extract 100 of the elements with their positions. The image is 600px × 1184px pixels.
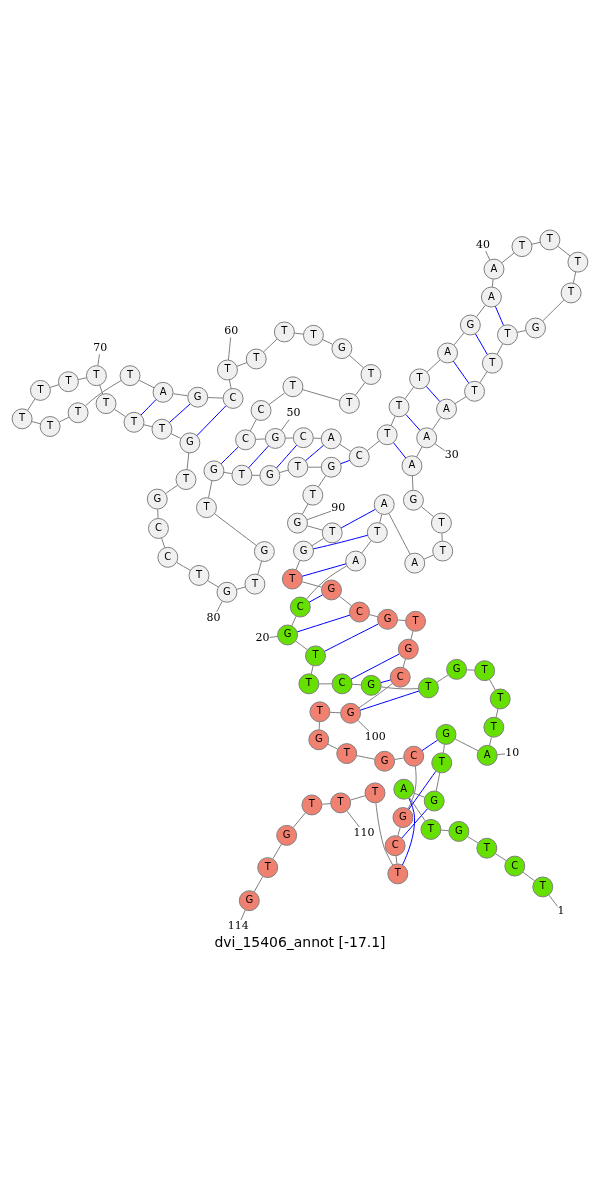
connector <box>228 378 232 389</box>
connector <box>321 802 332 805</box>
node-circle: T <box>420 818 442 840</box>
connector <box>240 909 246 920</box>
connector <box>324 623 379 652</box>
node-circle: G <box>179 431 201 453</box>
node-circle: A <box>152 381 174 403</box>
connector <box>157 508 159 519</box>
connector <box>169 403 191 423</box>
node-circle: T <box>305 644 326 666</box>
node-circle: C <box>250 399 272 421</box>
node-circle: C <box>403 745 425 767</box>
connector <box>436 674 449 683</box>
connector <box>356 754 376 760</box>
connector <box>350 653 400 680</box>
node-text: 30 <box>444 447 459 461</box>
node-circle: G <box>321 578 342 600</box>
connector <box>496 753 506 755</box>
connector <box>395 854 398 864</box>
connector <box>257 560 263 575</box>
connector <box>317 474 327 487</box>
node-circle: T <box>29 379 51 401</box>
connector <box>279 469 289 473</box>
node-circle: G <box>374 750 396 772</box>
connector <box>49 383 60 388</box>
connector <box>441 532 443 541</box>
node-circle: A <box>393 778 415 800</box>
node-circle: T <box>431 751 453 773</box>
node-circle: T <box>560 281 582 303</box>
connector <box>165 484 178 494</box>
node-circle: T <box>67 401 89 423</box>
connector <box>208 479 213 498</box>
node-circle: A <box>480 286 502 308</box>
node-text: 110 <box>353 825 375 839</box>
connector <box>393 756 405 760</box>
connector <box>140 398 157 416</box>
connector <box>186 451 190 470</box>
connector <box>432 416 442 430</box>
connector <box>207 396 224 399</box>
node-circle: T <box>330 791 352 813</box>
node-circle: T <box>489 687 511 709</box>
node-circle: T <box>298 672 320 694</box>
connector <box>516 329 526 333</box>
connector <box>263 338 278 352</box>
connector <box>425 385 441 402</box>
node-circle: T <box>245 348 267 369</box>
node-circle: T <box>432 540 454 562</box>
node-text: 40 <box>475 237 490 251</box>
connector <box>440 829 450 831</box>
node-circle: C <box>348 445 370 467</box>
node-circle: T <box>188 564 210 586</box>
node-circle: T <box>511 235 533 257</box>
node-circle: C <box>292 426 314 448</box>
connector <box>409 796 426 821</box>
connector <box>27 398 36 411</box>
node-circle: T <box>301 794 323 815</box>
node-circle: G <box>435 723 457 745</box>
connector <box>236 361 248 367</box>
connector <box>531 241 541 245</box>
connector <box>340 508 376 528</box>
node-circle: A <box>437 342 459 363</box>
node-circle: G <box>187 386 209 408</box>
node-circle: G <box>276 824 298 846</box>
node-circle: C <box>349 601 370 623</box>
connector <box>302 388 341 401</box>
connector <box>350 794 366 800</box>
node-text: 1 <box>557 903 565 917</box>
connector <box>143 423 153 427</box>
node-circle: T <box>216 359 238 380</box>
connector <box>318 682 333 684</box>
node-circle: C <box>157 546 179 568</box>
connector <box>380 678 391 683</box>
connector <box>58 416 70 422</box>
node-circle: G <box>253 540 275 562</box>
connector <box>390 415 396 426</box>
node-circle: C <box>389 666 411 688</box>
connector <box>306 564 348 599</box>
connector <box>312 534 369 549</box>
connector <box>85 379 122 406</box>
connector <box>138 379 155 388</box>
node-circle: T <box>95 392 117 414</box>
node-circle: T <box>360 363 382 385</box>
node-circle: T <box>497 323 518 345</box>
connector <box>557 245 571 256</box>
node-text: 10 <box>505 745 520 759</box>
node-circle: T <box>409 367 431 389</box>
connector <box>268 392 286 405</box>
node-circle: T <box>119 364 141 386</box>
node-circle: G <box>525 317 546 338</box>
node-circle: T <box>464 380 486 402</box>
connector <box>496 342 504 355</box>
connector <box>466 668 475 671</box>
node-circle: T <box>231 464 253 486</box>
node-circle: G <box>146 488 168 510</box>
node-circle: G <box>308 728 330 750</box>
node-text: 114 <box>227 918 249 932</box>
connector <box>340 459 351 464</box>
node-circle: G <box>203 459 225 481</box>
node-circle: A <box>401 454 423 476</box>
node-circle: G <box>259 464 281 486</box>
